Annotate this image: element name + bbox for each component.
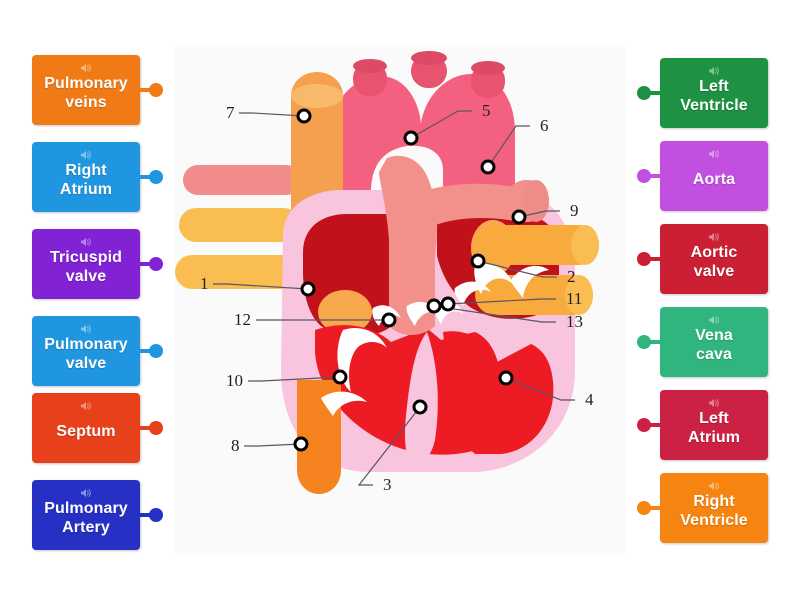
label-card-septum[interactable]: Septum [32,393,163,463]
pulmonary-artery [379,155,549,335]
speaker-icon[interactable] [708,395,720,408]
speaker-icon[interactable] [708,63,720,76]
marker-number-10[interactable]: 10 [226,371,243,390]
connector-line [644,423,660,427]
connector-line [140,262,156,266]
connector-left-ventricle[interactable] [637,86,660,100]
label-card-text: Aorta [692,170,736,188]
connector-dot[interactable] [637,501,651,515]
connector-dot[interactable] [149,344,163,358]
speaker-icon[interactable] [708,312,720,325]
connector-line [140,426,156,430]
speaker-icon[interactable] [80,398,92,411]
marker-number-8[interactable]: 8 [231,436,240,455]
left-vessel-branches [175,165,301,289]
connector-dot[interactable] [149,83,163,97]
right-pulmonary-veins [475,225,599,315]
speaker-icon[interactable] [80,147,92,160]
marker-number-2[interactable]: 2 [567,267,576,286]
connector-septum[interactable] [140,421,163,435]
connector-line [644,506,660,510]
connector-dot[interactable] [149,257,163,271]
connector-line [644,174,660,178]
connector-line [140,175,156,179]
connector-dot[interactable] [637,335,651,349]
speaker-icon[interactable] [708,229,720,242]
marker-number-6[interactable]: 6 [540,116,549,135]
marker-number-4[interactable]: 4 [585,390,594,409]
connector-aorta[interactable] [637,169,660,183]
connector-right-atrium[interactable] [140,170,163,184]
connector-vena-cava[interactable] [637,335,660,349]
marker-number-12[interactable]: 12 [234,310,251,329]
label-card-aorta[interactable]: Aorta [637,141,768,211]
connector-pulmonary-artery[interactable] [140,508,163,522]
connector-line [644,91,660,95]
connector-line [140,88,156,92]
marker-number-13[interactable]: 13 [566,312,583,331]
connector-dot[interactable] [149,170,163,184]
marker-number-9[interactable]: 9 [570,201,579,220]
connector-pulmonary-veins[interactable] [140,83,163,97]
connector-line [644,340,660,344]
speaker-icon[interactable] [80,234,92,247]
speaker-icon[interactable] [708,478,720,491]
connector-right-ventricle[interactable] [637,501,660,515]
marker-number-1[interactable]: 1 [200,274,209,293]
connector-left-atrium[interactable] [637,418,660,432]
connector-dot[interactable] [637,418,651,432]
speaker-icon[interactable] [80,60,92,73]
heart-illustration [175,51,599,494]
connector-dot[interactable] [149,421,163,435]
connector-pulmonary-valve[interactable] [140,344,163,358]
connector-line [140,349,156,353]
connector-tricuspid-valve[interactable] [140,257,163,271]
marker-number-5[interactable]: 5 [482,101,491,120]
connector-dot[interactable] [637,169,651,183]
connector-dot[interactable] [637,252,651,266]
label-card-text: Septum [56,422,116,440]
connector-line [140,513,156,517]
speaker-icon[interactable] [80,485,92,498]
speaker-icon[interactable] [80,321,92,334]
marker-number-3[interactable]: 3 [383,475,392,494]
connector-dot[interactable] [149,508,163,522]
connector-aortic-valve[interactable] [637,252,660,266]
marker-number-11[interactable]: 11 [566,289,583,308]
connector-line [644,257,660,261]
speaker-icon[interactable] [708,146,720,159]
marker-number-7[interactable]: 7 [226,103,235,122]
right-atrium-chamber [303,214,389,337]
connector-dot[interactable] [637,86,651,100]
